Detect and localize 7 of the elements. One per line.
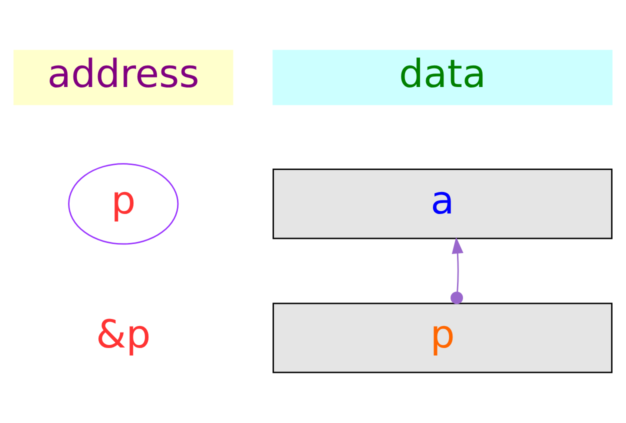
node-ellipse: p [68, 163, 179, 245]
arrow [450, 237, 464, 304]
node-box: data [272, 50, 612, 106]
node-box: a [272, 168, 612, 240]
node-box: p [272, 302, 612, 374]
node-text: &p [96, 312, 151, 358]
node-box: address [14, 50, 234, 106]
